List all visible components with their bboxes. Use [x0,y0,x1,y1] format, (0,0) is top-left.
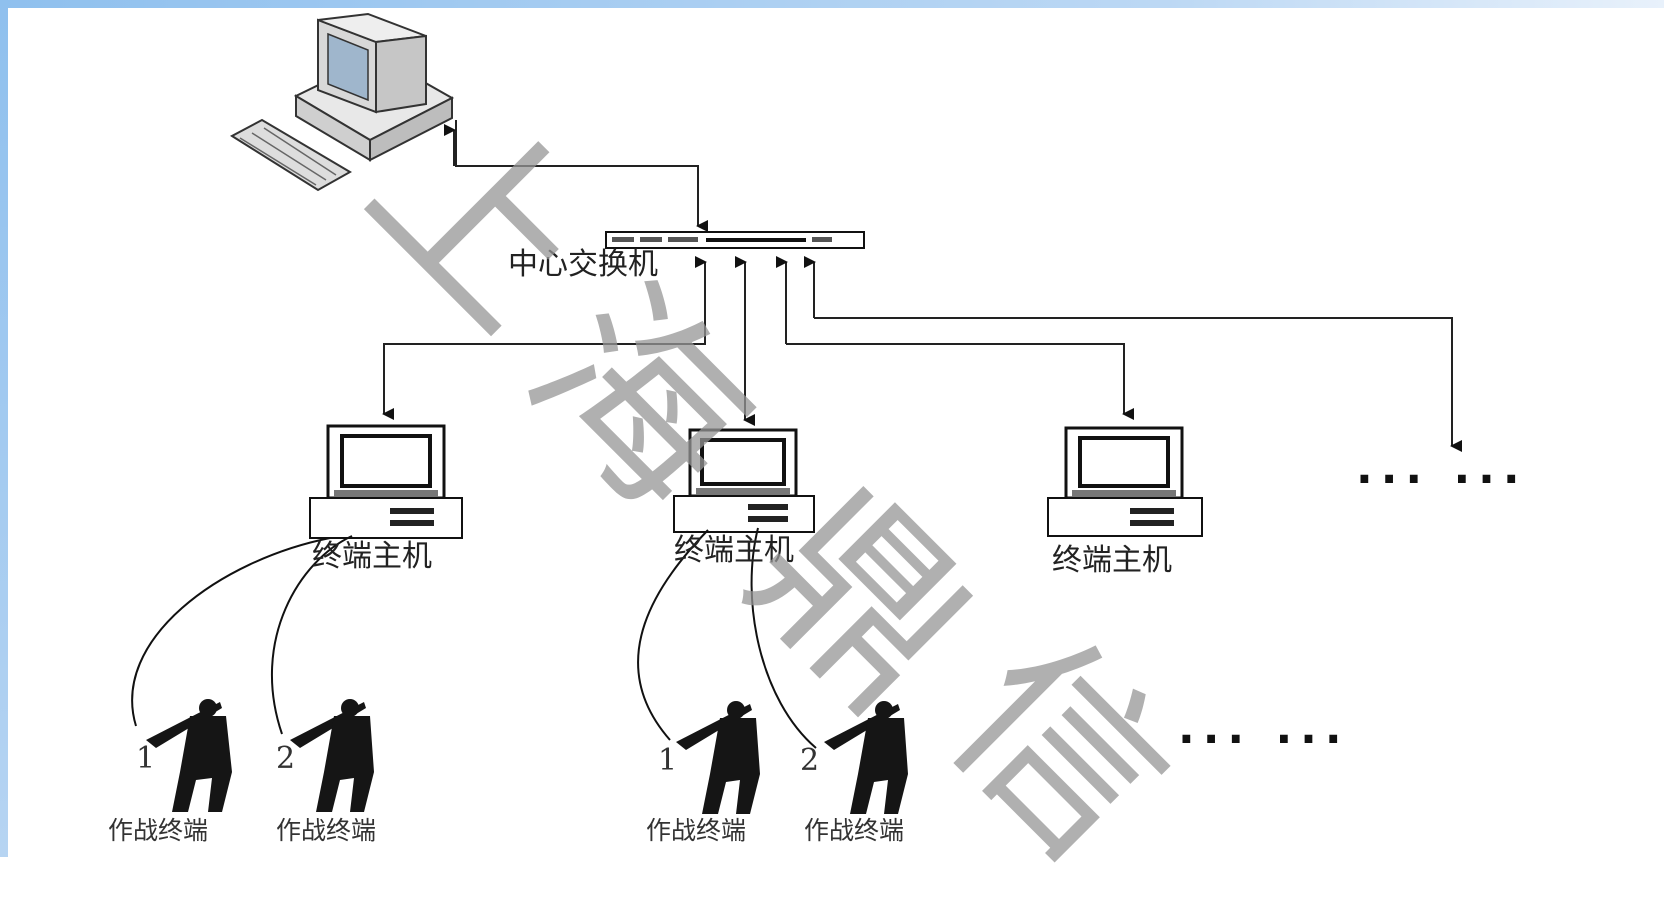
soldier-terminal-icon [676,701,760,814]
terminal-label: 作战终端 [276,818,376,843]
more-hosts-ellipsis: ··· ··· [1356,458,1528,502]
terminal-label: 作战终端 [646,818,746,843]
terminal-number: 2 [800,746,819,776]
host-label: 终端主机 [312,542,432,572]
terminal-label: 作战终端 [804,818,904,843]
switch-device-icon [606,232,864,248]
host-label: 终端主机 [1052,546,1172,576]
terminal-number: 2 [276,744,295,774]
soldier-terminal-icon [146,699,232,812]
host-computer-icon [310,426,462,538]
host-computer-icon [1048,428,1202,536]
soldier-terminal-icon [290,699,374,812]
terminal-number: 1 [136,744,155,774]
terminal-label: 作战终端 [108,818,208,843]
terminal-number: 1 [658,746,677,776]
